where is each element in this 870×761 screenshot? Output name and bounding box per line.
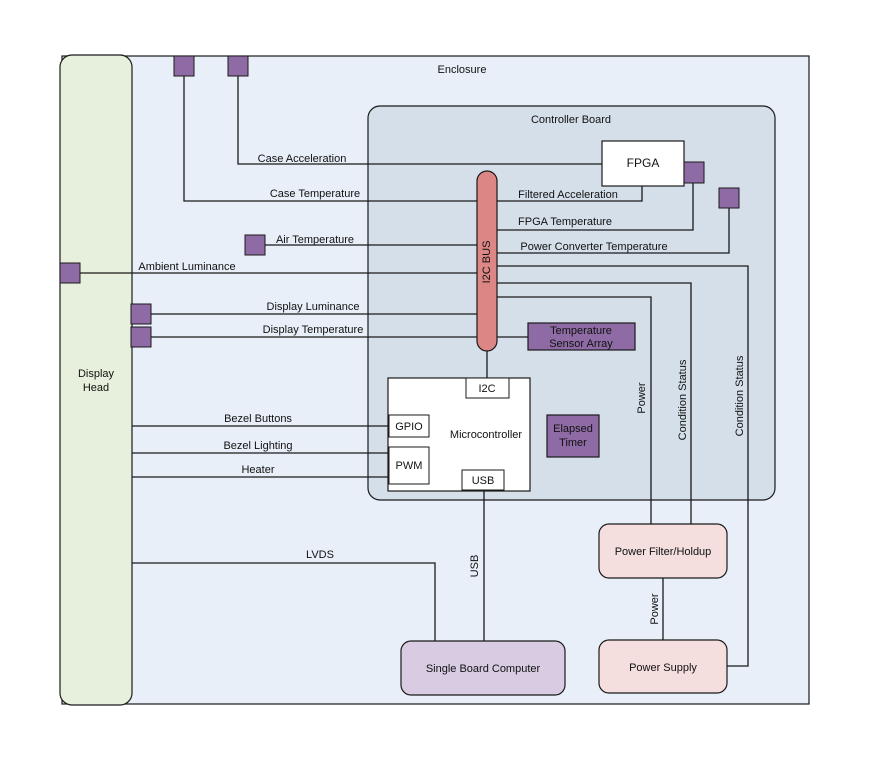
display-head	[59, 54, 133, 706]
temperature-sensor-array	[527, 322, 636, 351]
wire-filtered-acceleration	[496, 186, 643, 202]
label-power-converter-temperature: Power Converter Temperature	[520, 241, 667, 253]
i2c-bus-label: I2C BUS	[481, 241, 493, 284]
wire-lvds	[132, 562, 436, 641]
wire-power-filter	[496, 296, 652, 524]
mcu-usb-port-label: USB	[472, 475, 495, 487]
elapsed-timer	[546, 414, 600, 458]
label-power-vertical: Power	[636, 382, 648, 414]
label-bezel-buttons: Bezel Buttons	[224, 413, 292, 425]
power-filter-holdup	[598, 523, 728, 579]
display-head-label-1: Display	[78, 368, 115, 380]
label-power-between: Power	[649, 593, 661, 625]
controller-board-label: Controller Board	[531, 114, 611, 126]
power-supply-label: Power Supply	[629, 662, 697, 674]
mcu-i2c-port-label: I2C	[478, 383, 495, 395]
mcu-i2c-port	[465, 377, 510, 399]
sensor-air-temperature	[244, 234, 266, 256]
wire-case-temperature	[183, 76, 478, 202]
label-condition-status-2: Condition Status	[734, 355, 746, 436]
label-case-temperature: Case Temperature	[270, 188, 360, 200]
microcontroller-label: Microcontroller	[450, 429, 522, 441]
power-supply	[598, 639, 728, 694]
label-case-acceleration: Case Acceleration	[258, 153, 347, 165]
mcu-pwm-port-label: PWM	[396, 460, 423, 472]
sensor-display-temperature	[130, 326, 152, 348]
temp-sensor-label-2: Sensor Array	[549, 338, 613, 350]
sensor-power-converter-temperature	[718, 187, 740, 209]
label-ambient-luminance: Ambient Luminance	[138, 261, 235, 273]
label-bezel-lighting: Bezel Lighting	[223, 440, 292, 452]
elapsed-timer-label-1: Elapsed	[553, 423, 593, 435]
single-board-computer	[400, 640, 566, 696]
sensor-case-temperature	[173, 55, 195, 77]
sensor-case-acceleration	[227, 55, 249, 77]
label-lvds: LVDS	[306, 549, 334, 561]
temp-sensor-label-1: Temperature	[550, 325, 612, 337]
enclosure-label: Enclosure	[438, 64, 487, 76]
display-head-label-2: Head	[83, 382, 109, 394]
sbc-label: Single Board Computer	[426, 663, 541, 675]
sensor-display-luminance	[130, 303, 152, 325]
label-display-luminance: Display Luminance	[267, 301, 360, 313]
label-fpga-temperature: FPGA Temperature	[518, 216, 612, 228]
i2c-bus	[476, 170, 498, 352]
label-heater: Heater	[241, 464, 274, 476]
wire-case-acceleration	[237, 76, 602, 165]
wire-condition-status-1	[496, 282, 692, 524]
label-usb: USB	[469, 555, 481, 578]
mcu-usb-port	[461, 469, 505, 491]
fpga-box	[601, 140, 685, 187]
elapsed-timer-label-2: Timer	[559, 437, 587, 449]
mcu-gpio-port	[388, 414, 430, 438]
mcu-pwm-port	[388, 446, 430, 485]
label-condition-status-1: Condition Status	[677, 359, 689, 440]
sensor-fpga-temperature	[683, 161, 705, 184]
wire-condition-status-2	[496, 265, 749, 667]
fpga-label: FPGA	[627, 156, 660, 170]
wire-power-converter-temperature	[496, 208, 730, 254]
label-display-temperature: Display Temperature	[263, 324, 364, 336]
label-filtered-acceleration: Filtered Acceleration	[518, 189, 618, 201]
power-filter-label: Power Filter/Holdup	[615, 546, 712, 558]
label-air-temperature: Air Temperature	[276, 234, 354, 246]
mcu-gpio-port-label: GPIO	[395, 421, 423, 433]
wire-fpga-temperature	[496, 183, 694, 231]
sensor-ambient-luminance	[59, 262, 81, 284]
